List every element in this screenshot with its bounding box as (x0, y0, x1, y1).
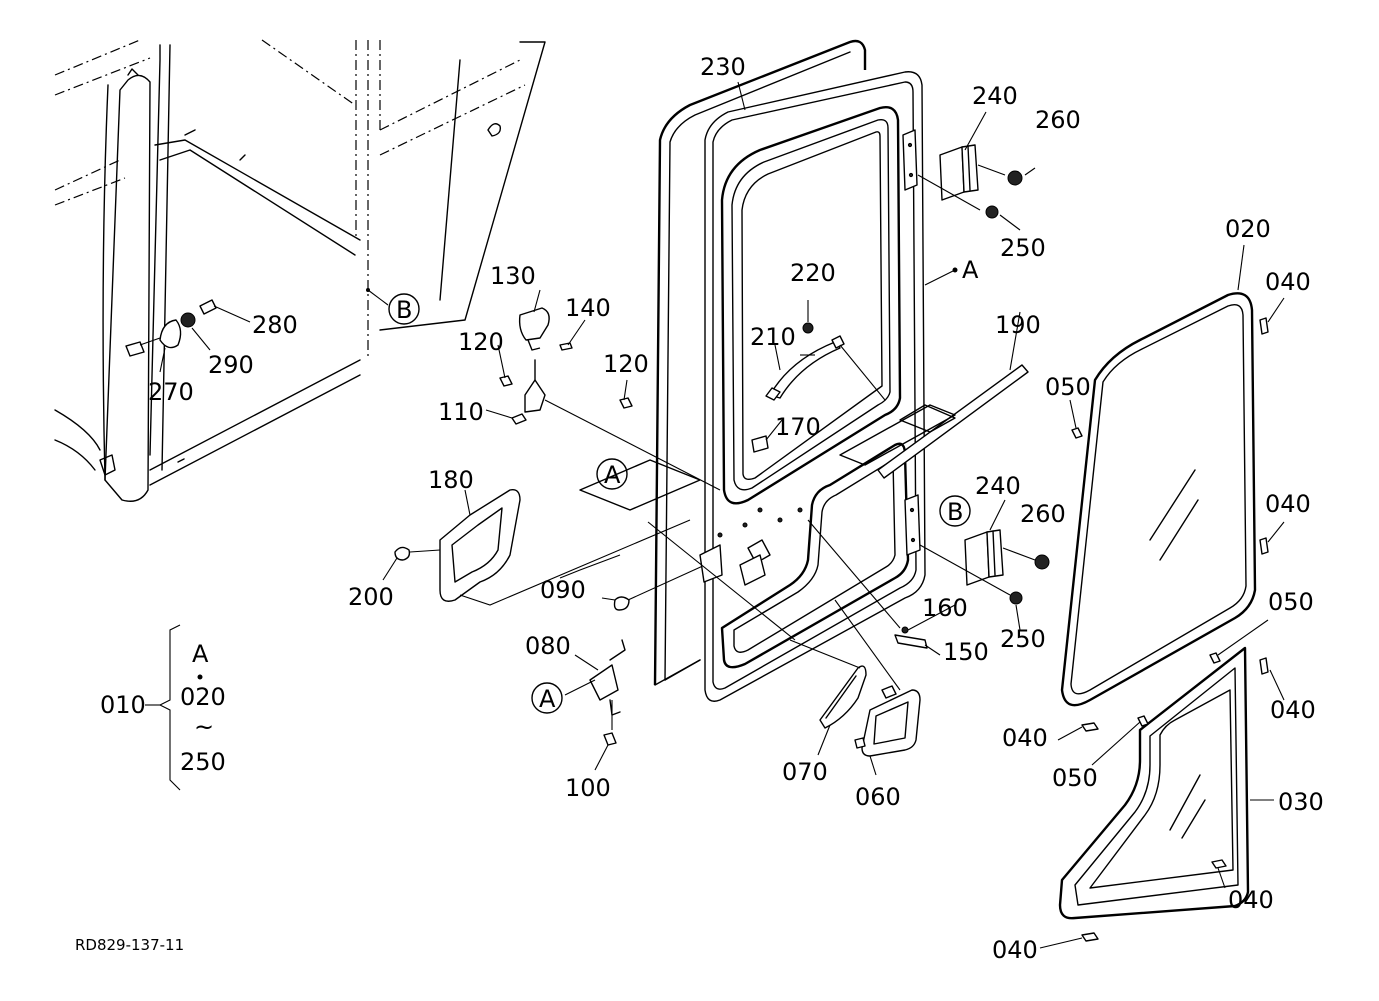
callout-210: 210 (750, 323, 796, 351)
window-strip-190 (839, 364, 1029, 479)
callout-280: 280 (252, 311, 298, 339)
callout-150: 150 (943, 638, 989, 666)
callout-060: 060 (855, 783, 901, 811)
callout-050-c: 050 (1052, 764, 1098, 792)
cab-frame (54, 39, 546, 502)
part-270-290-assembly (125, 299, 251, 373)
callout-170: 170 (775, 413, 821, 441)
svg-text:A: A (604, 461, 621, 489)
latch-130-140 (499, 307, 721, 491)
callout-040-e: 040 (1228, 886, 1274, 914)
glass-030 (1058, 427, 1269, 942)
door-panel (704, 71, 926, 702)
handle-210 (765, 300, 886, 401)
callout-250-upper: 250 (1000, 234, 1046, 262)
callout-200: 200 (348, 583, 394, 611)
svg-text:B: B (396, 296, 412, 324)
callout-090: 090 (540, 576, 586, 604)
handle-060-070 (789, 599, 921, 757)
callout-040-d: 040 (1002, 724, 1048, 752)
callout-240-lower: 240 (975, 472, 1021, 500)
callout-220: 220 (790, 259, 836, 287)
callout-270: 270 (148, 378, 194, 406)
callout-110: 110 (438, 398, 484, 426)
callout-140: 140 (565, 294, 611, 322)
callout-010: 010 (100, 691, 146, 719)
callout-250-lower: 250 (1000, 625, 1046, 653)
lock-linkage (589, 544, 723, 746)
svg-text:A: A (539, 685, 556, 713)
callout-040-a: 040 (1265, 268, 1311, 296)
callout-100: 100 (565, 774, 611, 802)
svg-text:A: A (192, 640, 209, 668)
part-170 (751, 435, 769, 453)
hinge-240-upper (917, 144, 1036, 231)
leader-lines (382, 81, 1285, 949)
callout-130: 130 (490, 262, 536, 290)
callout-120-a: 120 (458, 328, 504, 356)
callout-030: 030 (1278, 788, 1324, 816)
callout-050-b: 050 (1268, 588, 1314, 616)
door-seal-230 (653, 39, 867, 686)
callout-040-f: 040 (992, 936, 1038, 964)
callout-020: 020 (1225, 215, 1271, 243)
svg-text:250: 250 (180, 748, 226, 776)
svg-text:~: ~ (194, 713, 214, 741)
callout-040-c: 040 (1270, 696, 1316, 724)
marker-a-floor: A (596, 458, 628, 490)
assembly-note: 010 A 020 ~ 250 (100, 640, 226, 776)
hinge-240-lower (919, 529, 1050, 605)
callout-180: 180 (428, 466, 474, 494)
callout-260-upper: 260 (1035, 106, 1081, 134)
callout-240-upper: 240 (972, 82, 1018, 110)
callout-070: 070 (782, 758, 828, 786)
panel-180 (394, 489, 691, 606)
drawing-code: RD829-137-11 (75, 936, 184, 954)
assembly-bracket (145, 624, 181, 791)
callout-290: 290 (208, 351, 254, 379)
part-150-160 (807, 519, 928, 649)
glass-020 (1060, 292, 1269, 732)
svg-text:B: B (947, 498, 963, 526)
svg-text:020: 020 (180, 683, 226, 711)
callout-260-lower: 260 (1020, 500, 1066, 528)
callout-190: 190 (995, 311, 1041, 339)
marker-b-frame: B (366, 288, 420, 325)
callout-080: 080 (525, 632, 571, 660)
marker-b-hinge: B (939, 495, 971, 527)
callout-230: 230 (700, 53, 746, 81)
marker-a-lock: A (531, 682, 563, 714)
callout-120-b: 120 (603, 350, 649, 378)
callout-050-a: 050 (1045, 373, 1091, 401)
callout-040-b: 040 (1265, 490, 1311, 518)
marker-a-door: A (952, 256, 979, 284)
svg-text:A: A (962, 256, 979, 284)
callout-160: 160 (922, 594, 968, 622)
